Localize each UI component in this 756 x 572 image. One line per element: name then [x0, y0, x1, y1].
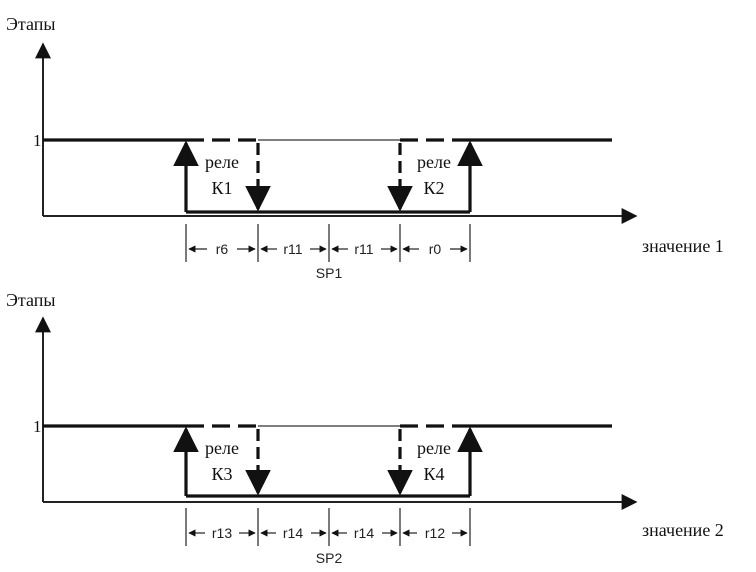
- x-axis-label: значение 1: [642, 236, 724, 256]
- relay-k3-word: реле: [205, 438, 239, 458]
- interval-label: r13: [212, 525, 232, 541]
- setpoint-label: SP2: [316, 550, 343, 566]
- y-axis-label: Этапы: [6, 14, 55, 34]
- relay-k1-name: К1: [211, 178, 232, 198]
- setpoint-label: SP1: [316, 265, 343, 281]
- interval-label: r14: [283, 525, 303, 541]
- diagram-2: Этапы 1 реле К3 реле К4 r13 r14 r14: [6, 290, 724, 566]
- y-axis-label: Этапы: [6, 290, 55, 310]
- interval-label: r6: [216, 241, 229, 257]
- interval-label: r14: [354, 525, 374, 541]
- relay-k3-name: К3: [211, 464, 232, 484]
- level-label: 1: [33, 131, 42, 150]
- relay-k1-word: реле: [205, 152, 239, 172]
- interval-label: r12: [425, 525, 445, 541]
- relay-k4-name: К4: [423, 464, 444, 484]
- relay-k4-word: реле: [417, 438, 451, 458]
- interval-label: r11: [283, 241, 302, 257]
- interval-label: r11: [354, 241, 373, 257]
- relay-k2-word: реле: [417, 152, 451, 172]
- interval-label: r0: [429, 241, 442, 257]
- level-label: 1: [33, 417, 42, 436]
- x-axis-label: значение 2: [642, 520, 724, 540]
- diagram-1: Этапы 1 реле К1 реле К2: [6, 14, 724, 281]
- relay-k2-name: К2: [423, 178, 444, 198]
